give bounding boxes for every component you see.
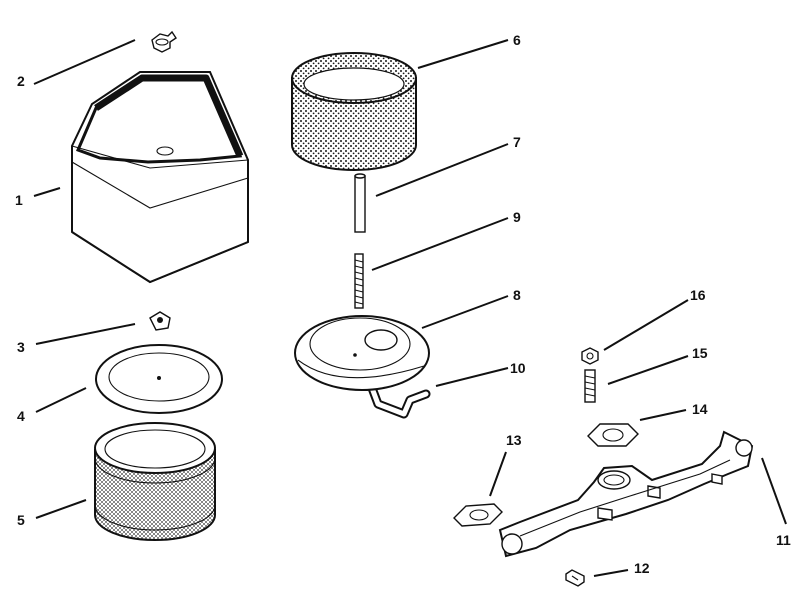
callout-6: 6 xyxy=(513,32,521,48)
callout-5: 5 xyxy=(17,512,25,528)
leader-11 xyxy=(761,457,787,525)
callout-7: 7 xyxy=(513,134,521,150)
leader-4 xyxy=(35,387,87,413)
leader-9 xyxy=(371,217,509,271)
callout-16: 16 xyxy=(690,287,706,303)
callout-4: 4 xyxy=(17,408,25,424)
leader-3 xyxy=(35,323,136,345)
part-1-air-cleaner-cover xyxy=(71,71,249,284)
part-13-gasket xyxy=(453,503,503,527)
part-2-wing-nut xyxy=(151,30,177,53)
callout-14: 14 xyxy=(692,401,708,417)
leader-lines xyxy=(33,39,787,577)
callout-numbers: 1 2 3 4 5 6 7 8 9 10 11 12 13 14 15 16 xyxy=(15,32,791,576)
leader-14 xyxy=(639,409,687,421)
part-7-spacer-tube xyxy=(354,173,366,233)
part-11-intake-manifold xyxy=(498,430,754,558)
part-14-gasket xyxy=(587,423,639,447)
part-5-filter-element xyxy=(94,422,216,541)
leader-6 xyxy=(417,39,509,69)
callout-12: 12 xyxy=(634,560,650,576)
part-6-foam-precleaner xyxy=(291,52,417,171)
callout-3: 3 xyxy=(17,339,25,355)
callout-13: 13 xyxy=(506,432,522,448)
part-3-clip xyxy=(149,311,171,331)
callout-9: 9 xyxy=(513,209,521,225)
leader-5 xyxy=(35,499,87,519)
leader-16 xyxy=(603,299,689,351)
leader-12 xyxy=(593,569,629,577)
part-12-screw xyxy=(565,569,585,587)
callout-15: 15 xyxy=(692,345,708,361)
leader-8 xyxy=(421,295,509,329)
part-9-stud xyxy=(354,253,364,309)
callout-1: 1 xyxy=(15,192,23,208)
leader-13 xyxy=(489,451,507,497)
part-4-cleaner-cover-dish xyxy=(95,344,223,414)
part-8-base-plate xyxy=(294,315,430,391)
callout-10: 10 xyxy=(510,360,526,376)
leader-15 xyxy=(607,355,689,385)
leader-2 xyxy=(33,39,136,85)
part-10-breather-tube xyxy=(367,383,431,419)
part-16-nut xyxy=(581,347,599,365)
callout-11: 11 xyxy=(776,532,791,548)
leader-10 xyxy=(435,367,509,387)
leader-1 xyxy=(33,187,61,197)
part-15-stud xyxy=(584,369,596,403)
leader-7 xyxy=(375,143,509,197)
callout-2: 2 xyxy=(17,73,25,89)
callout-8: 8 xyxy=(513,287,521,303)
